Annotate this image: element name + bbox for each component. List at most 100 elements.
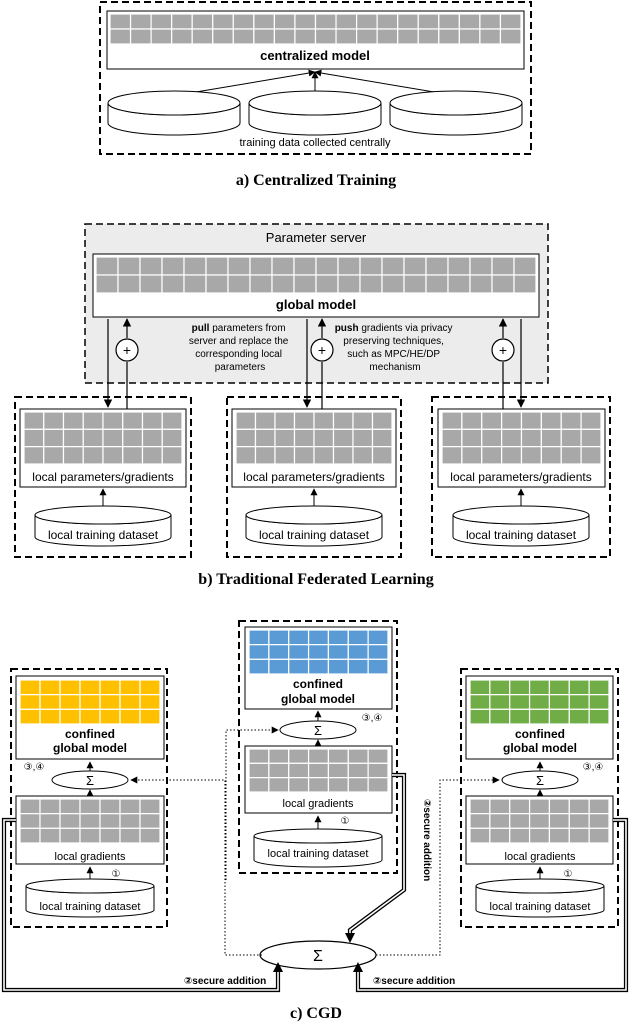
grid-cell — [313, 446, 335, 465]
grid-cell — [161, 274, 185, 294]
grid-cell — [62, 428, 84, 448]
grid-cell — [469, 274, 493, 294]
grid-cell — [520, 446, 542, 465]
grid-cell — [568, 798, 590, 815]
client-1-dataset-label: local training dataset — [48, 528, 159, 542]
grid-cell — [141, 411, 163, 430]
grid-cell — [39, 708, 61, 725]
grid-cell — [171, 13, 193, 30]
grid-cell — [438, 13, 460, 30]
grid-cell — [588, 827, 610, 844]
grid-cell — [479, 13, 502, 30]
grid-cell — [376, 13, 399, 30]
grid-cell — [294, 13, 317, 30]
grid-cell — [79, 679, 101, 696]
grid-cell — [274, 446, 296, 465]
grid-cell — [274, 411, 296, 430]
client-3-dataset-cylinder — [452, 505, 590, 547]
grid-cell — [268, 777, 290, 793]
grid-cell — [248, 777, 270, 793]
grid-cell — [313, 428, 335, 448]
client-1-param-grid — [23, 411, 183, 465]
grid-cell — [307, 777, 330, 793]
client-3-param-grid — [441, 411, 602, 465]
grid-cell — [248, 629, 270, 646]
grid-cell — [59, 813, 81, 829]
grid-cell — [501, 411, 523, 430]
grid-cell — [528, 813, 551, 829]
grid-cell — [99, 813, 121, 829]
right-confined-model-grid — [469, 679, 610, 725]
grid-cell — [337, 256, 361, 276]
grid-cell — [19, 694, 41, 710]
grid-cell — [347, 748, 369, 764]
grid-cell — [314, 28, 337, 45]
right-dataset-cylinder — [475, 878, 605, 918]
grid-cell — [235, 446, 257, 465]
grid-cell — [294, 28, 317, 45]
left-local-gradients-label: local gradients — [55, 851, 126, 863]
left-dataset-cylinder — [25, 878, 155, 918]
grid-cell — [39, 679, 61, 696]
grid-cell — [249, 256, 273, 276]
center-step-34: ③,④ — [362, 713, 383, 724]
grid-cell — [352, 428, 374, 448]
grid-cell — [489, 679, 511, 696]
grid-cell — [249, 274, 273, 294]
grid-cell — [254, 446, 276, 465]
grid-cell — [102, 411, 124, 430]
grid-cell — [150, 13, 173, 30]
grid-cell — [293, 274, 317, 294]
grid-cell — [528, 708, 551, 725]
grid-cell — [499, 28, 522, 45]
grid-cell — [99, 679, 121, 696]
grid-cell — [39, 694, 61, 710]
central-dataset-cylinder-2 — [248, 90, 382, 136]
grid-cell — [212, 13, 234, 30]
caption-c: c) CGD — [290, 1005, 342, 1022]
grid-cell — [441, 428, 463, 448]
grid-cell — [139, 813, 161, 829]
grid-cell — [513, 256, 537, 276]
grid-cell — [79, 827, 101, 844]
client-frame-1 — [14, 396, 192, 558]
secure-path-right — [353, 817, 629, 993]
grid-cell — [253, 28, 276, 45]
grid-cell — [376, 28, 399, 45]
grid-cell — [352, 411, 374, 430]
grid-cell — [548, 827, 570, 844]
pull-description: pull parameters from server and replace … — [189, 323, 291, 373]
grid-cell — [367, 748, 389, 764]
grid-cell — [332, 411, 354, 430]
data-arrow-left — [189, 69, 316, 94]
grid-cell — [268, 658, 290, 675]
grid-cell — [23, 446, 45, 465]
grid-cell — [43, 411, 65, 430]
grid-cell — [352, 446, 374, 465]
right-local-gradients-grid — [469, 798, 610, 844]
grid-cell — [161, 256, 185, 276]
grid-cell — [501, 446, 523, 465]
grid-cell — [528, 827, 551, 844]
central-data-label: training data collected centrally — [239, 137, 391, 149]
grid-cell — [307, 658, 330, 675]
grid-cell — [540, 428, 562, 448]
grid-cell — [288, 748, 310, 764]
section-a: centralized model training data collecte… — [99, 1, 532, 189]
sync-links-client-1: + — [103, 318, 139, 409]
grid-cell — [119, 813, 141, 829]
aggregate-plus-1 — [115, 338, 139, 362]
grid-cell — [469, 256, 493, 276]
grid-cell — [59, 679, 81, 696]
grid-cell — [191, 28, 214, 45]
grid-cell — [397, 28, 419, 45]
section-b: Parameter server global model pull param… — [14, 223, 611, 588]
grid-cell — [307, 762, 330, 779]
grid-cell — [129, 28, 152, 45]
grid-cell — [235, 411, 257, 430]
grid-cell — [469, 679, 491, 696]
client-1-dataset-cylinder — [34, 505, 172, 547]
grid-cell — [367, 629, 389, 646]
grid-cell — [509, 813, 531, 829]
